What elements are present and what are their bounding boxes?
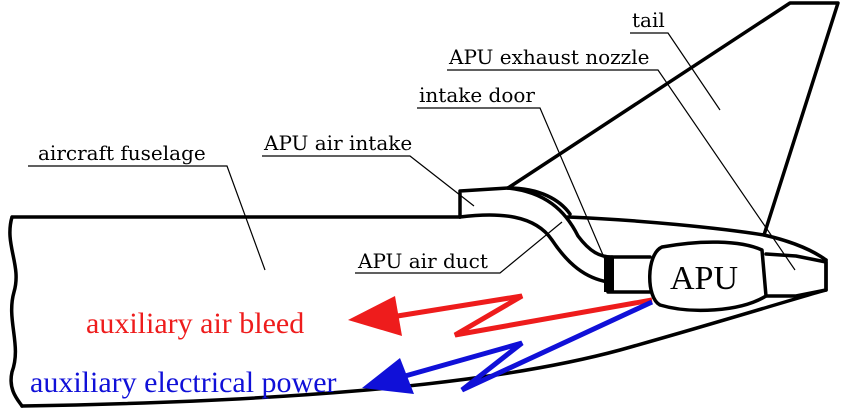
apu-air-duct bbox=[458, 186, 614, 284]
label-apu: APU bbox=[670, 260, 738, 297]
intake-door-leader bbox=[417, 107, 607, 263]
fuselage-outline bbox=[8, 215, 462, 408]
label-air-duct: APU air duct bbox=[357, 249, 488, 273]
air-bleed-arrow-line bbox=[384, 293, 653, 338]
label-fuselage: aircraft fuselage bbox=[38, 141, 206, 165]
label-air-intake: APU air intake bbox=[263, 131, 412, 155]
exhaust-nozzle-leader bbox=[447, 69, 796, 271]
apu-air-intake bbox=[458, 186, 572, 219]
label-exhaust-nozzle: APU exhaust nozzle bbox=[448, 45, 649, 69]
label-air-bleed: auxiliary air bleed bbox=[86, 307, 304, 340]
air-intake-leader bbox=[262, 155, 475, 207]
intake-door bbox=[604, 256, 614, 292]
label-tail: tail bbox=[632, 8, 665, 32]
fuselage-leader bbox=[28, 165, 266, 271]
electrical-power-arrow-line bbox=[397, 299, 654, 393]
label-electrical-power: auxiliary electrical power bbox=[30, 366, 337, 399]
air-duct-leader bbox=[355, 221, 563, 274]
label-intake-door: intake door bbox=[419, 83, 535, 107]
electrical-power-arrowhead bbox=[362, 358, 414, 394]
fuselage-belly bbox=[20, 288, 828, 408]
tail-fin bbox=[506, 1, 840, 237]
apu-body bbox=[648, 240, 768, 313]
fuselage-upper-rear bbox=[566, 215, 828, 262]
apu-exhaust-nozzle bbox=[764, 252, 828, 298]
tail-leader bbox=[630, 32, 721, 111]
air-bleed-arrowhead bbox=[348, 296, 402, 336]
